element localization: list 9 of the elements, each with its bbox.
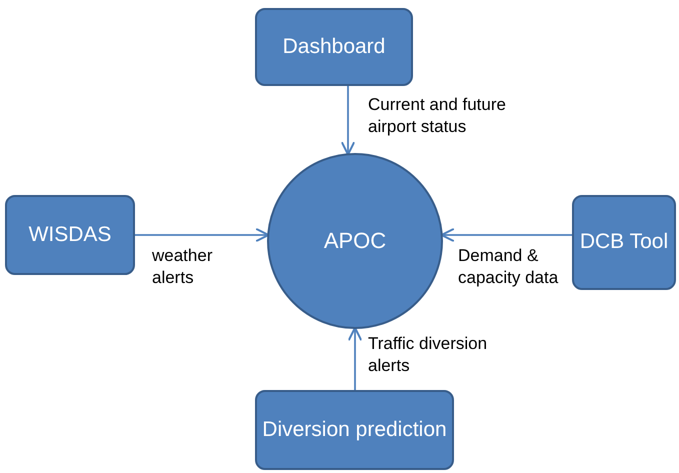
process-box: Diversion prediction bbox=[255, 390, 454, 470]
process-box: DCB Tool bbox=[572, 195, 676, 290]
process-box: Dashboard bbox=[255, 8, 413, 86]
arrow bbox=[440, 228, 572, 242]
process-circle: APOC bbox=[267, 153, 443, 329]
arrow bbox=[340, 86, 356, 156]
process-box: WISDAS bbox=[5, 195, 135, 275]
arrow bbox=[348, 326, 362, 390]
arrow bbox=[135, 228, 270, 242]
